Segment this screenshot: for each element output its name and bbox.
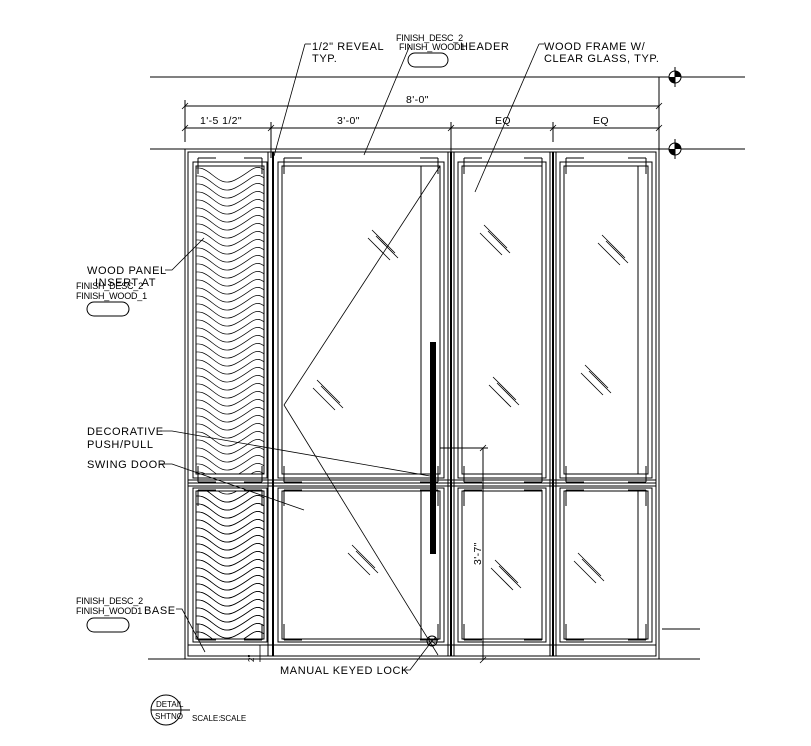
push-pull-handle bbox=[430, 342, 436, 554]
mid-rail-height-dim: 3'-7" bbox=[472, 542, 484, 565]
scale-value: SCALE bbox=[220, 714, 246, 723]
dimension-string: 1'-5 1/2" 3'-0" EQ EQ bbox=[181, 115, 663, 158]
glass-hatch-marks bbox=[312, 224, 629, 591]
svg-text:FINISH_DESC_2: FINISH_DESC_2 bbox=[76, 281, 143, 291]
sidelight-2-dim: EQ bbox=[593, 115, 609, 127]
reference-lines bbox=[148, 76, 745, 660]
svg-text:DECORATIVE: DECORATIVE bbox=[87, 426, 164, 438]
sidelight-1-dim: EQ bbox=[495, 115, 511, 127]
callout-push-pull: DECORATIVE PUSH/PULL bbox=[87, 426, 431, 477]
svg-text:SWING DOOR: SWING DOOR bbox=[87, 459, 166, 471]
dimension-base-reveal: 2" bbox=[247, 645, 261, 662]
svg-text:TYP.: TYP. bbox=[312, 53, 337, 65]
svg-text:PUSH/PULL: PUSH/PULL bbox=[87, 439, 154, 451]
callout-swing-door: SWING DOOR bbox=[87, 459, 305, 511]
finish-tag-wood-panel bbox=[86, 301, 130, 317]
wood-grain-panel-top bbox=[196, 167, 264, 474]
svg-text:MANUAL KEYED LOCK: MANUAL KEYED LOCK bbox=[280, 665, 409, 677]
base-reveal-dim: 2" bbox=[247, 655, 256, 662]
door-width-dim: 3'-0" bbox=[337, 115, 360, 127]
svg-text:INSERT AT: INSERT AT bbox=[95, 277, 156, 289]
svg-text:FINISH_DESC_2: FINISH_DESC_2 bbox=[76, 596, 143, 606]
callout-reveal: 1/2" REVEAL TYP. bbox=[273, 41, 384, 157]
overall-width-dim: 8'-0" bbox=[406, 94, 429, 106]
scale-label: SCALE: bbox=[192, 714, 220, 723]
callout-wood-panel: WOOD PANEL INSERT AT FINISH_DESC_2 FINIS… bbox=[76, 237, 205, 317]
callout-wood-frame: WOOD FRAME W/ CLEAR GLASS, TYP. bbox=[474, 41, 660, 193]
corner-brackets bbox=[197, 157, 647, 641]
outer-frame bbox=[184, 148, 660, 660]
svg-text:FINISH_WOOD_1: FINISH_WOOD_1 bbox=[76, 291, 147, 301]
panel-insets bbox=[192, 161, 653, 643]
finish-tag-base bbox=[86, 617, 130, 633]
wood-grain-panel-bottom bbox=[196, 491, 264, 639]
side-panel-dim: 1'-5 1/2" bbox=[200, 115, 242, 127]
svg-text:FINISH_DESC_2: FINISH_DESC_2 bbox=[396, 33, 463, 43]
elevation-marker-header bbox=[668, 139, 682, 159]
dimension-overall: 8'-0" bbox=[181, 94, 663, 142]
elevation-marker-top bbox=[668, 67, 682, 87]
callout-manual-keyed-lock: MANUAL KEYED LOCK bbox=[280, 640, 433, 677]
finish-tag-header bbox=[407, 52, 449, 68]
svg-text:CLEAR GLASS, TYP.: CLEAR GLASS, TYP. bbox=[544, 53, 660, 65]
sheet-number: SHTNO bbox=[155, 712, 183, 721]
callout-header: FINISH_DESC_2 FINISH_WOOD1 HEADER bbox=[363, 33, 509, 156]
svg-text:WOOD FRAME W/: WOOD FRAME W/ bbox=[544, 41, 646, 53]
svg-text:FINISH_WOOD1: FINISH_WOOD1 bbox=[399, 42, 465, 52]
svg-text:FINISH_WOOD1: FINISH_WOOD1 bbox=[76, 606, 142, 616]
door-swing-indicator bbox=[283, 165, 441, 656]
svg-text:HEADER: HEADER bbox=[460, 41, 509, 53]
callout-base: FINISH_DESC_2 FINISH_WOOD1 BASE bbox=[76, 596, 206, 653]
svg-text:BASE: BASE bbox=[144, 605, 176, 617]
dimension-mid-rail: 3'-7" bbox=[440, 444, 488, 664]
detail-title-block: DETAIL SHTNO SCALE: SCALE bbox=[150, 694, 246, 726]
svg-text:WOOD PANEL: WOOD PANEL bbox=[87, 265, 167, 277]
detail-number: DETAIL bbox=[156, 700, 184, 709]
svg-text:1/2" REVEAL: 1/2" REVEAL bbox=[312, 41, 384, 53]
